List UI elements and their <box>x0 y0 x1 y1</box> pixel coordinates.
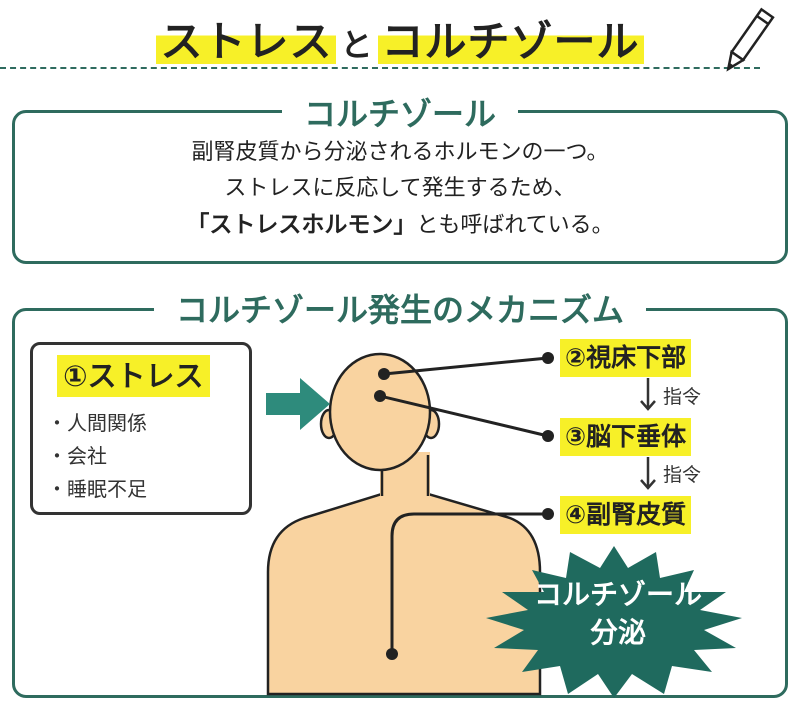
secretion-line-1: コルチゾール <box>533 578 702 611</box>
stress-list: ・人間関係 ・会社 ・睡眠不足 <box>47 407 147 506</box>
mechanism-heading: コルチゾール発生のメカニズム <box>153 285 647 331</box>
title-stress: ストレス <box>156 8 337 69</box>
title-divider <box>0 67 760 69</box>
definition-line-3: 「ストレスホルモン」とも呼ばれている。 <box>15 207 785 244</box>
definition-line-3-rest: とも呼ばれている。 <box>416 213 614 238</box>
step-pituitary: ③脳下垂体 <box>560 418 692 456</box>
stress-hormone-term: 「ストレスホルモン」 <box>186 212 417 238</box>
definition-line-1: 副腎皮質から分泌されるホルモンの一つ。 <box>191 140 609 165</box>
arrow-down-icon <box>640 457 656 490</box>
page-title: ストレス と コルチゾール <box>0 8 800 69</box>
title-cortisol: コルチゾール <box>377 8 644 69</box>
command-label: 指令 <box>663 386 702 408</box>
body-head <box>328 352 432 472</box>
command-label: 指令 <box>663 464 702 486</box>
stress-title: ①ストレス <box>57 355 210 397</box>
definition-box: コルチゾール 副腎皮質から分泌されるホルモンの一つ。 ストレスに反応して発生する… <box>12 89 788 264</box>
arrow-down-icon <box>640 378 656 411</box>
step-adrenal: ④副腎皮質 <box>560 496 692 534</box>
connector-hypothalamus <box>383 356 549 376</box>
connector-pituitary <box>379 394 549 438</box>
stress-item: ・睡眠不足 <box>47 477 147 501</box>
stress-box: ①ストレス ・人間関係 ・会社 ・睡眠不足 <box>30 342 252 515</box>
title-connector: と <box>340 26 374 64</box>
secretion-text: コルチゾール 分泌 <box>478 576 758 652</box>
definition-heading: コルチゾール <box>281 89 519 135</box>
stress-item: ・人間関係 <box>47 411 147 435</box>
definition-text: 副腎皮質から分泌されるホルモンの一つ。 ストレスに反応して発生するため、 「スト… <box>15 135 785 244</box>
secretion-line-2: 分泌 <box>589 616 646 649</box>
arrow-right-icon <box>266 378 330 430</box>
step-hypothalamus: ②視床下部 <box>560 339 692 377</box>
connector-adrenal <box>390 512 548 654</box>
secretion-burst <box>486 546 742 698</box>
stress-item: ・会社 <box>47 444 107 468</box>
definition-line-2: ストレスに反応して発生するため、 <box>224 176 576 201</box>
